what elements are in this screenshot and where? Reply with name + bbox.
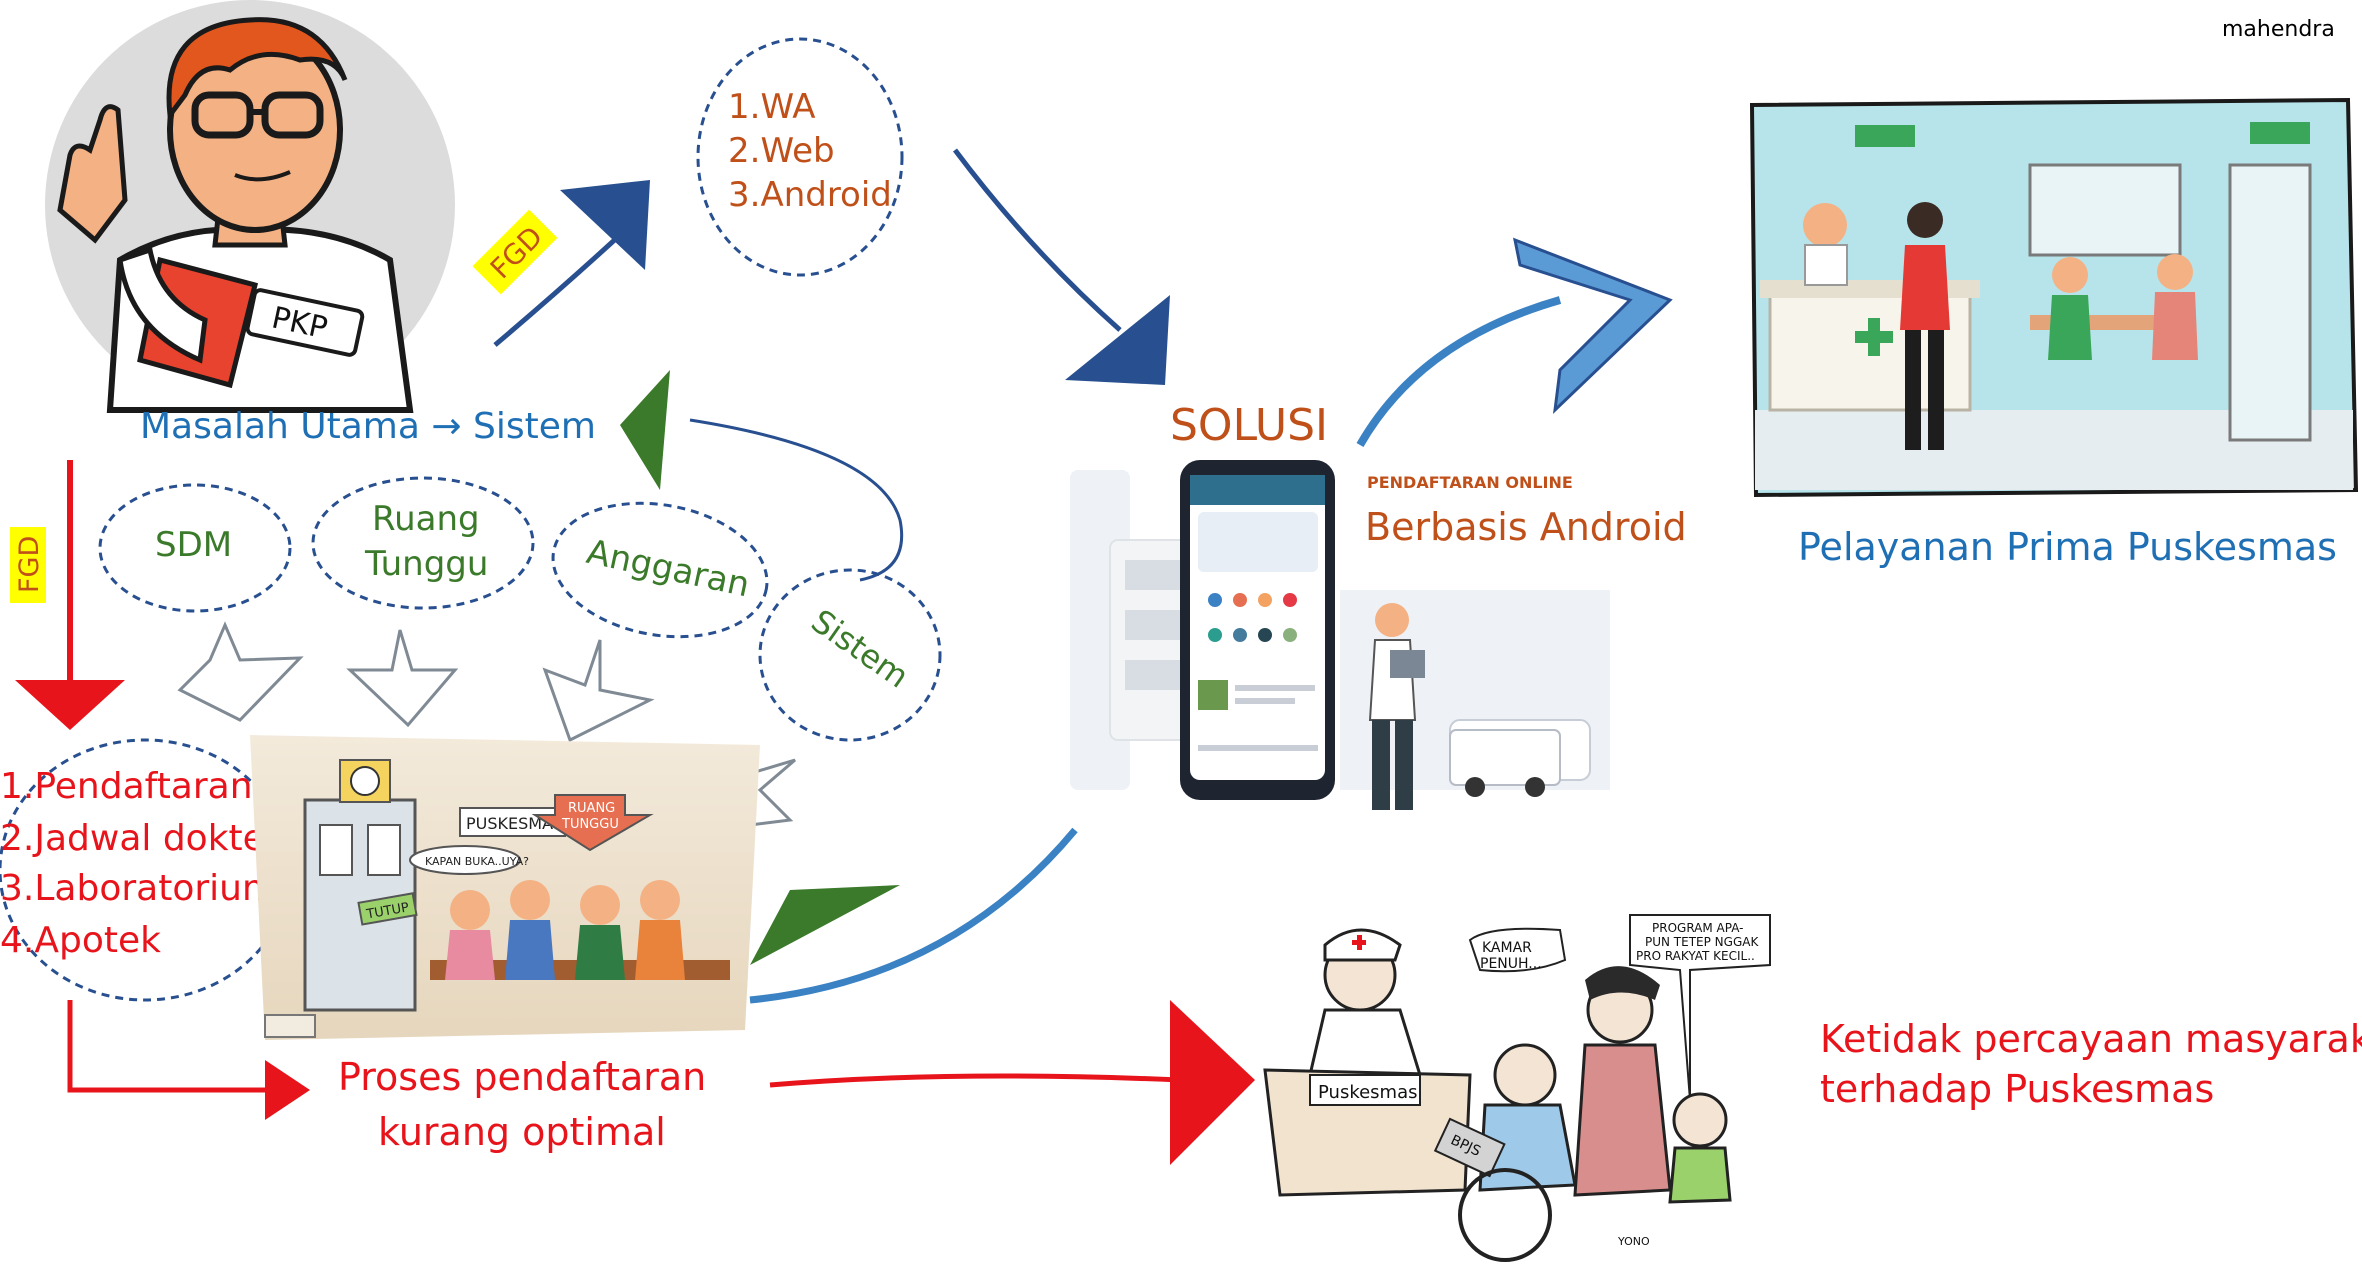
arrow-head-goal (1512, 237, 1673, 414)
factor-waiting-room-ellipse (311, 476, 535, 610)
factor-arrow-3 (542, 639, 655, 743)
process-to-solution-curve (749, 827, 1078, 1004)
room-sign-2: TUNGGU (561, 817, 619, 832)
waiting-speech: KAPAN BUKA..UYA? (425, 855, 529, 868)
distrust-line-2: terhadap Puskesmas (1820, 1067, 2214, 1111)
android-app-illustration: PENDAFTARAN ONLINE (1070, 460, 1610, 810)
arrow-to-goal (1356, 296, 1562, 447)
factor-budget: Anggaran (583, 532, 753, 605)
speech-full-2: PENUH... (1480, 956, 1542, 972)
arrow-to-solution (953, 148, 1122, 332)
channel-web: 2.Web (728, 131, 835, 171)
distrust-cartoon: Puskesmas KAMAR PENUH... PROGRAM APA- PU… (1263, 914, 1771, 1262)
factor-waiting-room-1: Ruang (372, 499, 480, 539)
process-line-2: kurang optimal (378, 1110, 666, 1154)
main-problem-label: Masalah Utama → Sistem (140, 406, 596, 447)
factor-sdm-ellipse (98, 483, 292, 613)
arrow-down-head (15, 680, 125, 730)
problems-to-process-line (67, 1000, 270, 1093)
watermark: mahendra (2222, 17, 2335, 42)
feedback-arrow-head (620, 370, 670, 490)
factor-waiting-room-2: Tunggu (364, 544, 488, 584)
speech-program-2: PUN TETEP NGGAK (1645, 935, 1759, 949)
problem-pharmacy: 4.Apotek (0, 920, 161, 961)
person-illustration: PKP (45, 0, 455, 413)
arrow-to-channels (493, 233, 622, 347)
factor-sdm: SDM (155, 525, 232, 565)
factor-system-ellipse (758, 568, 942, 742)
solution-label: Berbasis Android (1365, 505, 1687, 549)
arrow-head-distrust (1170, 1000, 1255, 1165)
factor-budget-ellipse (551, 501, 769, 639)
goal-label: Pelayanan Prima Puskesmas (1798, 525, 2337, 569)
channel-android: 3.Android (728, 175, 892, 215)
arrow-head-solution (1065, 295, 1170, 385)
arrow-to-distrust (769, 1073, 1181, 1088)
channels-ellipse (696, 37, 904, 277)
feedback-curve (689, 418, 904, 582)
factor-system: Sistem (804, 602, 915, 696)
factor-arrow-1 (177, 621, 304, 722)
room-sign-1: RUANG (568, 801, 615, 816)
cartoon-artist: YONO (1617, 1235, 1650, 1248)
problem-doctor-schedule: 2.Jadwal dokter (0, 818, 280, 859)
speech-program-1: PROGRAM APA- (1652, 921, 1744, 935)
solution-app-title: PENDAFTARAN ONLINE (1367, 473, 1573, 492)
waiting-room-illustration: TUTUP PUSKESMAS. RUANG TUNGGU KAPAN BUKA… (250, 735, 760, 1040)
problems-to-process-head (265, 1060, 310, 1120)
process-line-1: Proses pendaftaran (338, 1055, 706, 1099)
channel-wa: 1.WA (728, 87, 815, 127)
clinic-service-illustration (1749, 97, 2359, 498)
fgd-label-left-text: FGD (14, 536, 45, 593)
distrust-line-1: Ketidak percayaan masyarakat (1820, 1017, 2362, 1061)
factor-arrow-2 (346, 629, 459, 728)
problem-registration: 1.Pendaftaran (0, 766, 253, 807)
speech-program-3: PRO RAKYAT KECIL.. (1636, 949, 1755, 963)
process-feedback-head (750, 885, 900, 965)
arrow-head-channels (560, 180, 650, 270)
desk-sign: Puskesmas (1318, 1082, 1418, 1103)
problem-laboratory: 3.Laboratorium (0, 868, 277, 909)
speech-full-1: KAMAR (1482, 940, 1532, 956)
solution-title: SOLUSI (1170, 400, 1328, 451)
